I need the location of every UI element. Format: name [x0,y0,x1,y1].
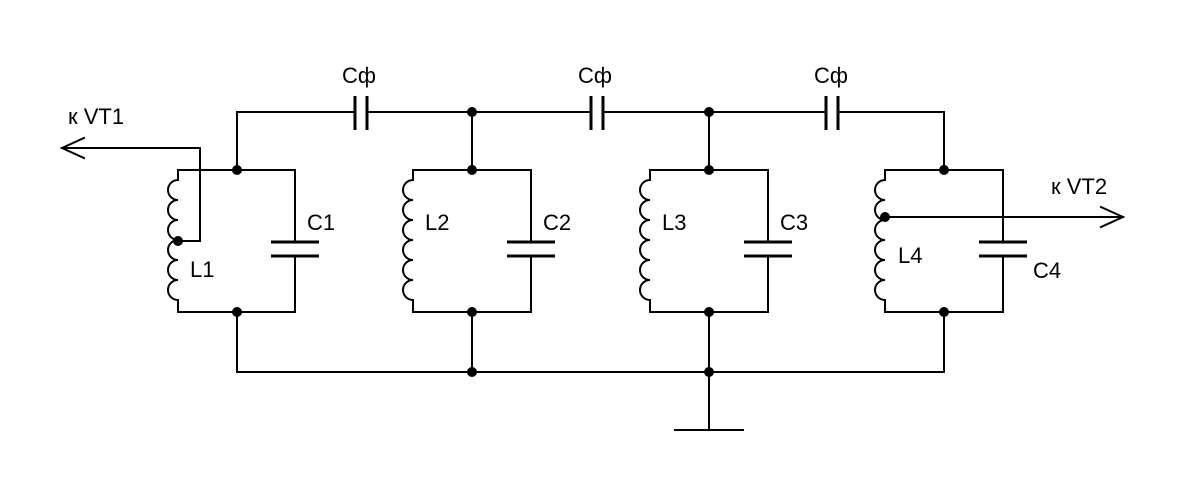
output-tap [884,205,1126,229]
inductor-label-l4: L4 [898,243,922,268]
coupling-cap-label-1: Сф [342,63,376,88]
ground-symbol [674,371,744,431]
inductor-l4 [874,179,886,301]
inductor-l3 [639,179,651,301]
junctions [173,107,949,377]
capacitor-label-c1: C1 [307,210,335,235]
output-label: к VT2 [1051,174,1107,199]
coupling-cap-label-3: Сф [814,63,848,88]
bottom-bus [236,311,945,373]
tank-circuit-2 [402,169,555,313]
coupling-capacitor-3 [824,96,840,130]
coupling-cap-label-2: Сф [578,63,612,88]
coupling-capacitor-1 [353,96,369,130]
tank-circuit-3 [639,169,792,313]
capacitor-label-c4: C4 [1033,258,1061,283]
inductor-label-l3: L3 [662,210,686,235]
input-label: к VT1 [68,104,124,129]
inductor-l2 [402,179,414,301]
top-bus [236,111,945,171]
inductor-label-l2: L2 [425,210,449,235]
capacitor-label-c3: C3 [780,210,808,235]
tank-circuit-1 [167,169,319,313]
input-tap [59,136,201,242]
capacitor-label-c2: C2 [543,210,571,235]
tank-circuit-4 [874,169,1027,313]
inductor-label-l1: L1 [190,257,214,282]
coupling-capacitor-2 [589,96,605,130]
